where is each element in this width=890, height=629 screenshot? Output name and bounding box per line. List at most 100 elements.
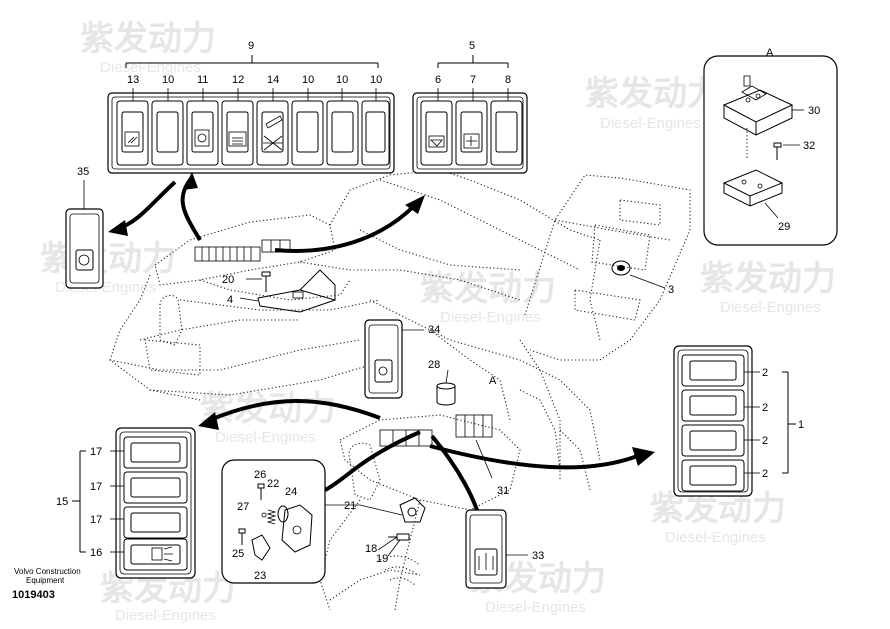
- callout-17: 17: [90, 481, 102, 493]
- callout-detail-a-locator: A: [489, 375, 497, 387]
- switch-slot: [326, 100, 359, 166]
- heater-fan-icon: [463, 133, 480, 149]
- callout-32: 32: [803, 140, 815, 152]
- switch-slot: [151, 100, 184, 166]
- watermark-mark: 紫发动力 Diesel-Engines: [80, 20, 216, 76]
- svg-text:紫发动力: 紫发动力: [200, 390, 336, 428]
- callout-15: 15: [56, 496, 68, 508]
- callout-19: 19: [376, 553, 388, 565]
- callout-10: 10: [370, 74, 382, 86]
- callout-14: 14: [267, 74, 279, 86]
- switch-slot: [681, 459, 745, 492]
- work-light-icon: [151, 546, 173, 562]
- switch-slot: [361, 100, 390, 166]
- callout-21: 21: [344, 500, 356, 512]
- svg-text:Diesel-Engines: Diesel-Engines: [100, 59, 201, 76]
- svg-text:Diesel-Engines: Diesel-Engines: [665, 529, 766, 546]
- callout-17: 17: [90, 514, 102, 526]
- switch-slot: [116, 100, 149, 166]
- bracket-part-4: [257, 269, 337, 313]
- power-socket-part-3: [611, 260, 631, 276]
- callout-4: 4: [227, 294, 233, 306]
- callout-30: 30: [808, 105, 820, 117]
- callout-23: 23: [254, 570, 266, 582]
- callout-9: 9: [248, 40, 254, 52]
- switch-slot: [681, 354, 745, 387]
- svg-text:Diesel-Engines: Diesel-Engines: [215, 429, 316, 446]
- callout-26: 26: [254, 469, 266, 481]
- beacon-icon: [124, 131, 140, 147]
- switch-slot: [123, 538, 188, 571]
- switch-part-35: [65, 180, 104, 289]
- callout-2: 2: [762, 468, 768, 480]
- switch-slot: [681, 424, 745, 457]
- wiper-icon: [228, 131, 247, 147]
- switch-panel-5: [412, 55, 528, 174]
- callout-2: 2: [762, 435, 768, 447]
- switch-slot: [186, 100, 219, 166]
- switch-panel-15: [72, 427, 196, 579]
- switch-slot: [123, 471, 188, 504]
- screw-part-20: [261, 271, 271, 292]
- svg-text:Diesel-Engines: Diesel-Engines: [485, 599, 586, 616]
- callout-34: 34: [428, 324, 440, 336]
- callout-17: 17: [90, 446, 102, 458]
- callout-29: 29: [778, 221, 790, 233]
- callout-6: 6: [435, 74, 441, 86]
- windscreen-wiper-icon: [428, 135, 445, 148]
- switch-slot: [420, 100, 453, 166]
- callout-11: 11: [197, 74, 208, 86]
- callout-35: 35: [77, 166, 89, 178]
- callout-25: 25: [232, 548, 244, 560]
- svg-text:紫发动力: 紫发动力: [40, 240, 176, 278]
- switch-slot: [681, 389, 745, 422]
- watermark-mark: 紫发动力 Diesel-Engines: [700, 260, 836, 316]
- callout-5: 5: [469, 40, 475, 52]
- callout-detail-a: A: [766, 47, 774, 59]
- switch-panel-1: [673, 345, 796, 497]
- callout-7: 7: [470, 74, 476, 86]
- callout-33: 33: [532, 550, 544, 562]
- company-name: Volvo Construction: [14, 567, 81, 576]
- company-name-line2: Equipment: [26, 576, 65, 585]
- watermark-layer: 紫发动力 Diesel-Engines 紫发动力 Diesel-Engines …: [40, 20, 836, 624]
- callout-13: 13: [127, 74, 139, 86]
- switch-slot: [490, 100, 523, 166]
- switch-slot: [221, 100, 254, 166]
- svg-text:Diesel-Engines: Diesel-Engines: [115, 607, 216, 624]
- callout-27: 27: [237, 501, 249, 513]
- switch-part-33: [465, 509, 528, 589]
- callout-16: 16: [90, 547, 102, 559]
- footer: Volvo Construction Equipment 1019403: [12, 567, 81, 601]
- svg-text:紫发动力: 紫发动力: [80, 20, 216, 58]
- tool-icon: [263, 115, 283, 151]
- watermark-mark: 紫发动力 Diesel-Engines: [650, 490, 786, 546]
- switch-slot: [123, 506, 188, 539]
- callout-3: 3: [668, 284, 674, 296]
- callout-10: 10: [302, 74, 314, 86]
- switch-part-34: [364, 319, 424, 399]
- motor-part-21: [388, 497, 426, 541]
- callout-28: 28: [428, 359, 440, 371]
- callout-12: 12: [232, 74, 244, 86]
- watermark-mark: 紫发动力 Diesel-Engines: [420, 270, 556, 326]
- callout-20: 20: [222, 274, 234, 286]
- callout-2: 2: [762, 367, 768, 379]
- callout-24: 24: [285, 486, 297, 498]
- switch-slot: [455, 100, 488, 166]
- cylinder-part-28: [436, 382, 456, 406]
- callout-18: 18: [365, 543, 377, 555]
- svg-text:Diesel-Engines: Diesel-Engines: [600, 115, 701, 132]
- callout-10: 10: [162, 74, 174, 86]
- detail-21-panel: [221, 459, 360, 584]
- switch-panel-9: [107, 55, 395, 174]
- drawing-number: 1019403: [12, 589, 55, 601]
- callout-2: 2: [762, 402, 768, 414]
- leader-lines: [239, 274, 666, 557]
- switch-slot: [123, 436, 188, 469]
- switch-slot: [291, 100, 324, 166]
- svg-text:Diesel-Engines: Diesel-Engines: [440, 309, 541, 326]
- watermark-mark: 紫发动力 Diesel-Engines: [200, 390, 336, 446]
- callout-31: 31: [497, 485, 509, 497]
